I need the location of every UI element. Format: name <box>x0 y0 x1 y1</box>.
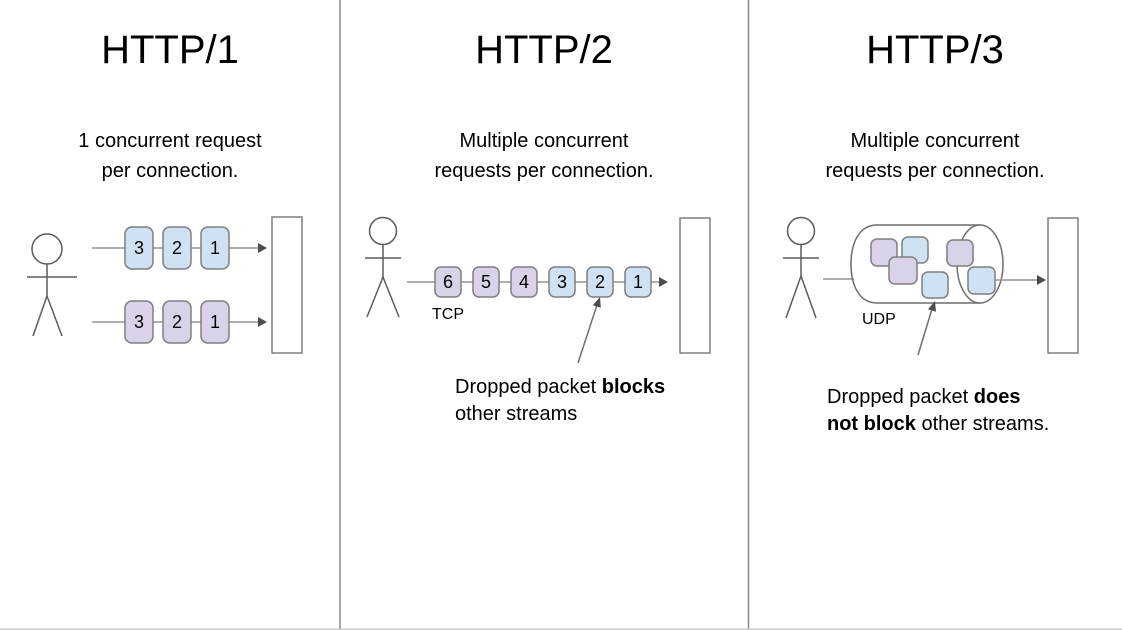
packet-number: 4 <box>519 272 529 292</box>
packet-box <box>946 239 974 267</box>
column-subtitle-http3: Multiple concurrent requests per connect… <box>825 130 1045 182</box>
annotation-text: other streams <box>455 403 578 425</box>
request-arrow <box>407 277 668 287</box>
column-title-http3: HTTP/3 <box>866 28 1004 72</box>
packet-queue: 6 5 4 3 2 1 <box>434 266 652 298</box>
packet-number: 2 <box>172 312 182 332</box>
client-person-icon <box>27 233 77 337</box>
packet-box <box>162 226 192 270</box>
packet-box <box>888 256 918 285</box>
packet-box <box>434 266 462 298</box>
server-box <box>1047 217 1079 354</box>
tcp-label: TCP <box>432 306 464 323</box>
packet-number: 1 <box>633 272 643 292</box>
client-person-icon <box>783 216 819 319</box>
packet-number: 3 <box>134 312 144 332</box>
annotation-bold-text: blocks <box>601 376 666 398</box>
packet-box <box>124 226 154 270</box>
column-title-http2: HTTP/2 <box>475 28 613 72</box>
arrowhead-icon <box>258 243 267 253</box>
http3-annotation: Dropped packet does not block other stre… <box>827 384 1049 438</box>
udp-label: UDP <box>862 311 896 328</box>
packet-box <box>472 266 500 298</box>
packet-number: 1 <box>210 312 220 332</box>
annotation-text: other streams. <box>915 413 1050 435</box>
packet-box <box>921 271 949 299</box>
packet-number: 3 <box>134 238 144 258</box>
packet-number: 3 <box>557 272 567 292</box>
packet-box <box>967 266 996 295</box>
arrowhead-icon <box>592 297 601 308</box>
packet-number: 1 <box>210 238 220 258</box>
annotation-bold-text: does <box>973 386 1021 408</box>
arrowhead-icon <box>659 277 668 287</box>
http2-annotation: Dropped packet blocks other streams <box>455 374 665 428</box>
packet-queue: 3 2 1 <box>124 226 230 270</box>
server-box <box>271 216 303 354</box>
column-title-http1: HTTP/1 <box>101 28 239 72</box>
server-box <box>679 217 711 354</box>
packet-number: 2 <box>595 272 605 292</box>
packet-box <box>200 300 230 344</box>
annotation-text: Dropped packet <box>455 376 602 398</box>
packet-box <box>124 300 154 344</box>
dropped-packet-arrow <box>577 297 601 364</box>
arrowhead-icon <box>1037 275 1046 285</box>
client-person-icon <box>365 216 401 318</box>
packet-cluster <box>870 236 996 299</box>
request-arrow <box>995 275 1046 285</box>
request-arrow <box>92 317 267 327</box>
column-subtitle-http2: Multiple concurrent requests per connect… <box>434 130 654 182</box>
packet-number: 6 <box>443 272 453 292</box>
packet-number: 2 <box>172 238 182 258</box>
packet-box <box>162 300 192 344</box>
annotation-bold-text: not block <box>827 413 916 435</box>
packet-box <box>510 266 538 298</box>
request-arrow <box>92 243 267 253</box>
arrowhead-icon <box>258 317 267 327</box>
column-subtitle-http1: 1 concurrent request per connection. <box>78 130 262 182</box>
packet-box <box>548 266 576 298</box>
packet-box <box>624 266 652 298</box>
packet-queue: 3 2 1 <box>124 300 230 344</box>
packet-box <box>200 226 230 270</box>
packet-number: 5 <box>481 272 491 292</box>
annotation-text: Dropped packet <box>827 386 974 408</box>
dropped-packet-arrow <box>917 301 936 356</box>
arrowhead-icon <box>928 301 936 312</box>
